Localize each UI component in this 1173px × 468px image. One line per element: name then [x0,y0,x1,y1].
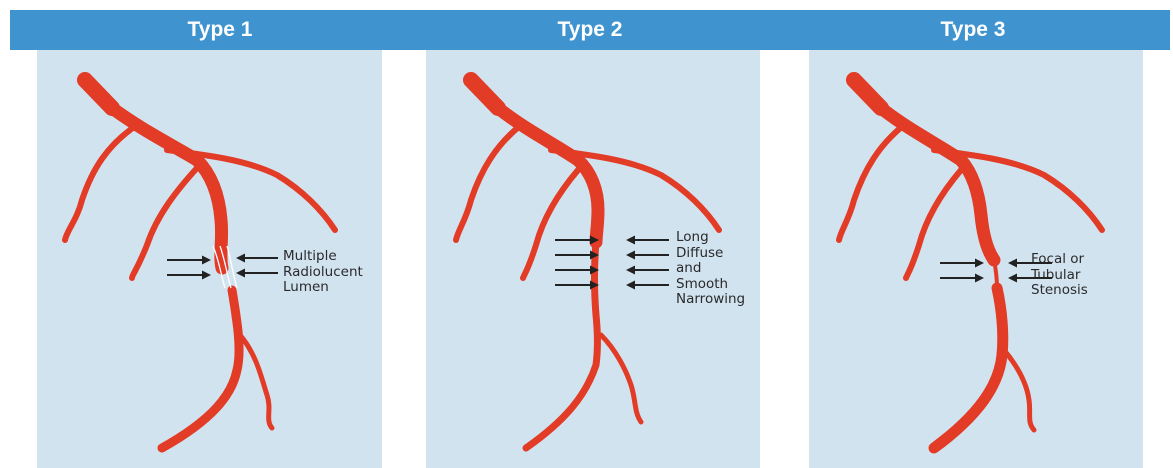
panel-type-1: Multiple Radiolucent Lumen [37,50,382,468]
type-2-title: Type 2 [490,10,690,50]
header-bar: Type 1 Type 2 Type 3 [10,10,1170,50]
type-1-title: Type 1 [120,10,320,50]
label-multiple-radiolucent-lumen: Multiple Radiolucent Lumen [283,249,363,296]
label-focal-tubular-stenosis: Focal or Tubular Stenosis [1031,252,1088,299]
artery-illustration-type-3 [809,50,1143,468]
panel-type-3: Focal or Tubular Stenosis [809,50,1143,468]
label-long-diffuse-smooth-narrowing: Long Diffuse and Smooth Narrowing [676,230,745,308]
panel-type-2: Long Diffuse and Smooth Narrowing [426,50,760,468]
type-3-title: Type 3 [873,10,1073,50]
